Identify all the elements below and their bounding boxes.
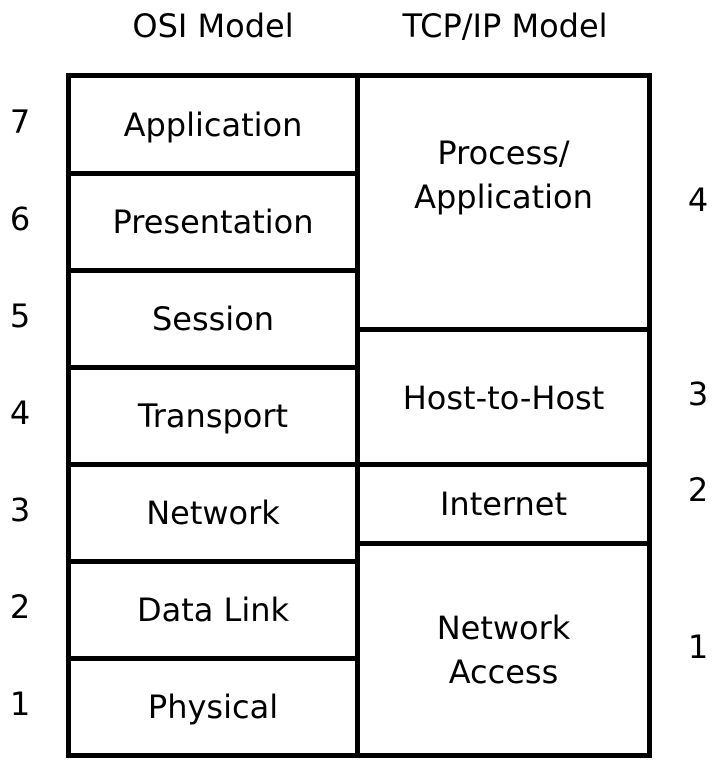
layer-label: Data Link [136, 591, 290, 629]
osi-layer-number-4: 4 [9, 394, 31, 432]
tcp-ip-model-header: TCP/IP Model [402, 7, 608, 45]
layer-label: Host-to-Host [402, 378, 605, 417]
osi-layer-network: Network [66, 462, 360, 564]
osi-layer-data-link: Data Link [66, 559, 360, 661]
tcp-layer-process-application: Process/ Application [355, 73, 652, 332]
layer-label: Internet [439, 485, 568, 523]
osi-model-header: OSI Model [132, 7, 294, 45]
osi-layer-application: Application [66, 73, 360, 176]
layer-label: Application [123, 105, 303, 144]
layer-label: Process/ Application [414, 133, 593, 216]
osi-layer-number-2: 2 [9, 588, 31, 626]
osi-layer-number-6: 6 [9, 200, 31, 238]
layer-label: Presentation [112, 203, 314, 241]
tcp-layer-internet: Internet [355, 462, 652, 546]
osi-layer-transport: Transport [66, 365, 360, 467]
tcp-layer-number-4: 4 [687, 181, 709, 219]
osi-layer-number-7: 7 [9, 103, 31, 141]
osi-layer-presentation: Presentation [66, 171, 360, 273]
osi-layer-physical: Physical [66, 656, 360, 758]
tcp-layer-host-to-host: Host-to-Host [355, 327, 652, 468]
tcp-layer-number-3: 3 [687, 375, 709, 413]
layer-label: Session [151, 300, 275, 338]
layer-label: Network Access [436, 608, 571, 691]
tcp-layer-number-2: 2 [687, 471, 709, 509]
osi-layer-number-3: 3 [9, 491, 31, 529]
layer-label: Network [146, 494, 280, 532]
layer-label: Transport [137, 397, 289, 435]
osi-layer-number-1: 1 [9, 685, 31, 723]
osi-layer-session: Session [66, 268, 360, 370]
layer-label: Physical [147, 688, 279, 726]
tcp-layer-network-access: Network Access [355, 541, 652, 758]
tcp-layer-number-1: 1 [687, 628, 709, 666]
osi-layer-number-5: 5 [9, 297, 31, 335]
